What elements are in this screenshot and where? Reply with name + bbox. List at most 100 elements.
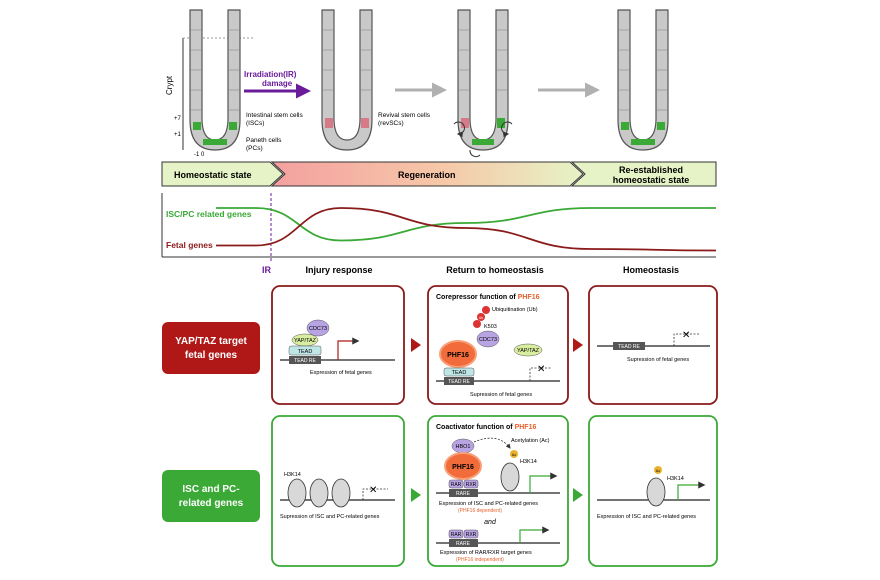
tead-re-text: TEAD RE (294, 358, 316, 364)
fetal-genes-label: Fetal genes (166, 240, 213, 250)
crypt-tick-bottom: -1 0 (194, 152, 205, 158)
rar-text: RAR (451, 482, 462, 488)
tead-box (443, 367, 475, 377)
isc-pc-genes-label: ISC/PC related genes (166, 209, 252, 219)
crypt-axis-label: Crypt (165, 75, 174, 95)
ir-axis-label: IR (262, 265, 272, 275)
tead-re-text: TEAD RE (448, 379, 470, 385)
yap-next-arrow-1 (411, 338, 421, 352)
isc-next-arrow-2 (573, 488, 583, 502)
ac-circle (510, 450, 518, 458)
blocked-expression-arrow (362, 488, 388, 500)
phase-homeostatic (161, 161, 284, 187)
ub-circle (477, 313, 485, 321)
acetylation-label: Acetylation (Ac) (511, 438, 550, 444)
nucleosome-group (287, 478, 351, 508)
expression-arrow (529, 472, 558, 493)
revsc-cell (325, 118, 333, 128)
isc-cell (229, 122, 237, 130)
revsc-cell (361, 118, 369, 128)
revsc-label-1: Revival stem cells (378, 112, 431, 119)
yap-next-arrow-2 (573, 338, 583, 352)
gene-chart: ISC/PC related genes Fetal genes IR Inju… (161, 193, 717, 275)
isc-box2-caption2: Expression of RAR/RXR target genes (440, 550, 532, 556)
yap-box-3 (588, 285, 718, 405)
phase-bar: Homeostatic state Regeneration Re-establ… (161, 161, 717, 187)
rare-text: RARE (456, 491, 471, 497)
nucleosome (331, 478, 351, 508)
nucleosome (309, 478, 329, 508)
crypt-tick-plus1: +1 (174, 132, 182, 138)
isc-row: ISC and PC- related genes H3K14 ✕ Supres… (162, 415, 718, 567)
tead-text: TEAD (452, 370, 467, 376)
cdc73-text: CDC73 (479, 337, 497, 343)
acetylation-arrow (473, 437, 511, 449)
isc-box2-caption2-sub: (PHF16 independent) (456, 557, 504, 563)
rare-text: RARE (456, 541, 471, 547)
yap-row-title-1: YAP/TAZ target (175, 336, 247, 347)
h3k14-label: H3K14 (520, 459, 537, 465)
phase-homeostatic-label: Homeostatic state (174, 170, 252, 180)
isc-row-title-2: related genes (179, 498, 244, 509)
phf16-text: PHF16 (447, 352, 469, 359)
crypt-3 (453, 9, 513, 157)
expression-arrow (337, 337, 360, 360)
isc-cell (657, 122, 665, 130)
isc-cell (193, 122, 201, 130)
yap-box1-caption: Expression of fetal genes (310, 370, 372, 376)
rxr-box (463, 479, 479, 489)
yaptaz-blob (513, 343, 543, 357)
rar-box (448, 529, 464, 539)
pc-label-1: Paneth cells (246, 137, 282, 144)
phase-regeneration (270, 161, 584, 187)
tead-re-box (289, 356, 321, 364)
loop-arrow (469, 149, 481, 157)
rar-text: RAR (451, 532, 462, 538)
isc-cell (631, 139, 655, 145)
h3k14-label: H3K14 (667, 476, 684, 482)
stage-return-label: Return to homeostasis (446, 265, 544, 275)
ac-text: Ac (512, 453, 517, 457)
isc-cell (621, 122, 629, 130)
rare-box (449, 539, 478, 547)
cdc73-blob (306, 319, 330, 337)
isc-box2-caption1: Expression of ISC and PC-related genes (439, 501, 538, 507)
isc-box2-title: Coactivator function of PHF16 (436, 424, 536, 431)
isc-box1-caption: Supression of ISC and PC-related genes (280, 514, 380, 520)
cross-mark: ✕ (537, 364, 545, 375)
tead-re-box (444, 377, 474, 385)
expression-arrow (519, 526, 550, 543)
loop-arrow (501, 121, 513, 138)
crypt-panel: Crypt +7 +1 -1 0 Intestinal stem cells (… (165, 9, 669, 158)
blocked-expression-arrow (529, 367, 552, 381)
rxr-text: RXR (466, 532, 477, 538)
and-text: and (484, 519, 497, 526)
cross-mark: ✕ (682, 330, 690, 341)
yaptaz-text: YAP/TAZ (294, 338, 317, 344)
h3k14-label: H3K14 (284, 472, 301, 478)
nucleosome (646, 477, 666, 507)
rare-box (449, 489, 478, 497)
yap-box2-caption: Supression of fetal genes (470, 392, 532, 398)
rar-box (448, 479, 464, 489)
ac-circle (654, 466, 662, 474)
phf16-blob (439, 340, 477, 368)
blocked-expression-arrow (673, 333, 700, 346)
nucleosome (500, 462, 520, 492)
revsc-cell (461, 118, 469, 128)
yap-row: YAP/TAZ target fetal genes CDC73 YAP/TAZ… (162, 285, 718, 405)
expression-arrow (677, 481, 706, 500)
pc-label-2: (PCs) (246, 145, 263, 152)
yap-box3-caption: Supression of fetal genes (627, 357, 689, 363)
crypt-2 (321, 9, 373, 151)
ac-text: Ac (656, 469, 661, 473)
phase-reestablished-label-2: homeostatic state (613, 175, 690, 185)
ir-label-2: damage (262, 79, 293, 88)
cross-mark: ✕ (369, 485, 377, 496)
yap-row-title-box (162, 322, 260, 374)
phase-regeneration-label: Regeneration (398, 170, 456, 180)
cdc73-blob (476, 330, 500, 348)
phase-reestablished (570, 161, 717, 187)
tead-re-text: TEAD RE (618, 344, 640, 350)
